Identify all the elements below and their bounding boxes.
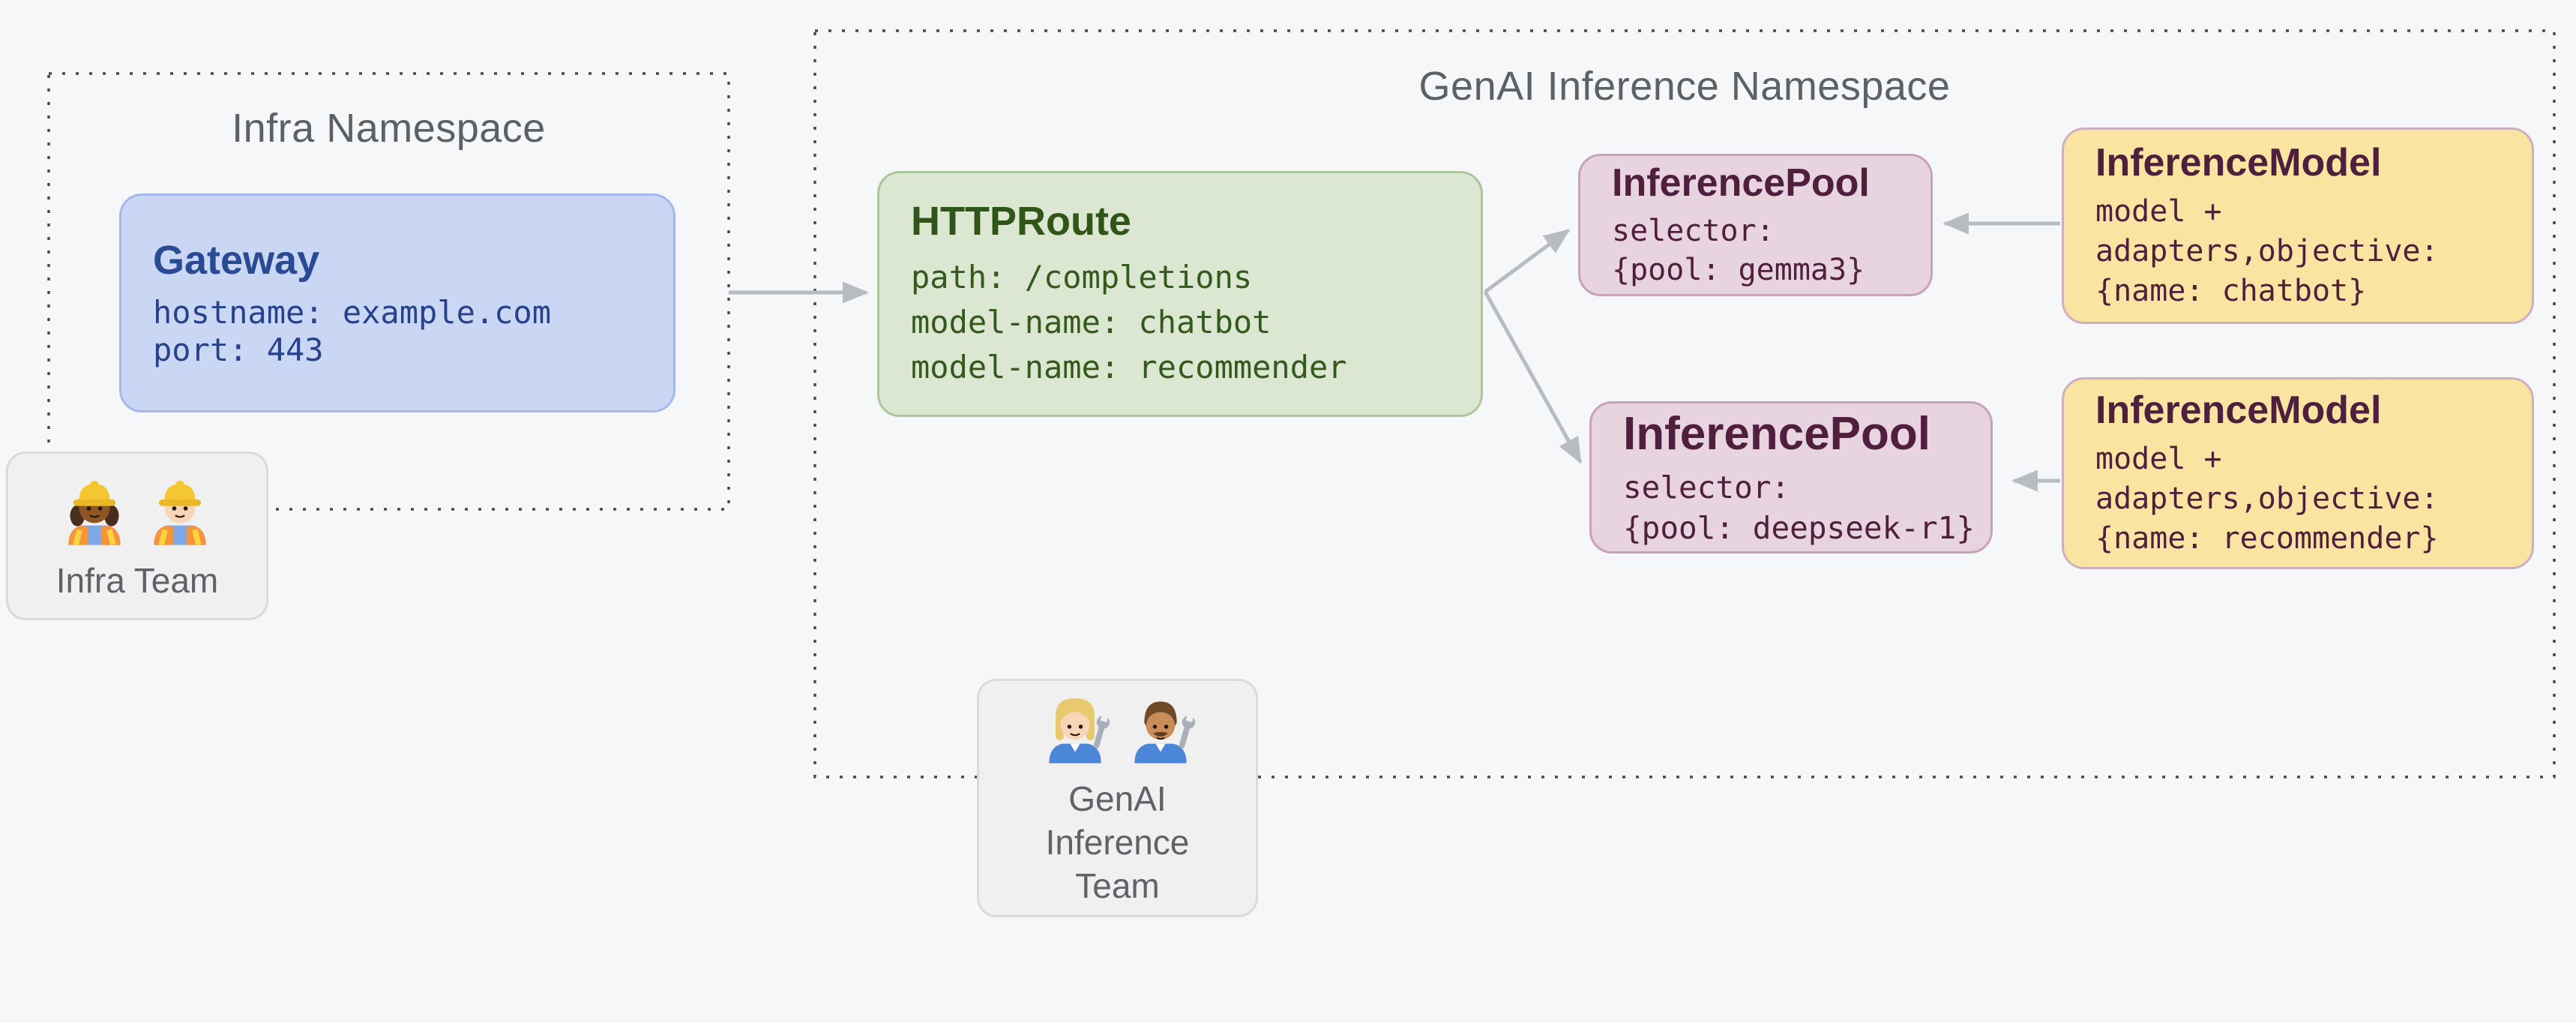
inferencemodel-chatbot-title: InferenceModel (2095, 140, 2382, 184)
inferencepool-deepseek-node: InferencePool selector: {pool: deepseek-… (1589, 401, 1993, 554)
genai-namespace-title: GenAI Inference Namespace (1418, 64, 1951, 109)
inferencepool-gemma3-title: InferencePool (1612, 161, 1870, 206)
gateway-port-line: port: 443 (153, 331, 324, 368)
httproute-node: HTTPRoute path: /completions model-name:… (877, 171, 1483, 417)
inferencemodel-recommender-title: InferenceModel (2095, 388, 2382, 432)
infra-namespace-border (47, 72, 730, 511)
genai-team-label: GenAI Inference Team (1045, 779, 1190, 905)
arrow-httproute-to-inferencepool-gemma3 (1484, 228, 1571, 294)
infra-namespace-title: Infra Namespace (232, 106, 546, 151)
inferencemodel-chatbot-line-1: model + (2095, 194, 2222, 230)
infra-team-icons (55, 470, 219, 548)
inferencemodel-chatbot-node: InferenceModel model + adapters,objectiv… (2062, 128, 2534, 324)
inferencepool-gemma3-selector-line: selector: (1612, 213, 1775, 248)
inferencepool-deepseek-pool-line: {pool: deepseek-r1} (1623, 510, 1975, 547)
genai-team-box: GenAI Inference Team (977, 679, 1258, 917)
man-mechanic-icon (1134, 701, 1195, 764)
woman-construction-worker-icon (68, 480, 121, 545)
genai-team-icons (1036, 688, 1200, 766)
inferencepool-gemma3-node: InferencePool selector: {pool: gemma3} (1578, 154, 1933, 296)
man-construction-worker-icon (154, 480, 206, 545)
inferencemodel-recommender-line-3: {name: recommender} (2095, 521, 2439, 556)
infra-team-label: Infra Team (55, 560, 219, 600)
httproute-model-chatbot-line: model-name: chatbot (911, 303, 1272, 340)
gateway-hostname-line: hostname: example.com (153, 293, 552, 331)
inferencemodel-chatbot-line-2: adapters,objective: (2095, 234, 2439, 269)
httproute-path-line: path: /completions (911, 258, 1253, 296)
arrow-httproute-to-inferencepool-deepseek (1483, 290, 1583, 464)
inferencemodel-chatbot-line-3: {name: chatbot} (2095, 274, 2367, 309)
inferencepool-deepseek-title: InferencePool (1623, 407, 1931, 460)
gateway-title: Gateway (153, 238, 320, 284)
gateway-node: Gateway hostname: example.com port: 443 (119, 194, 675, 412)
inferencepool-deepseek-selector-line: selector: (1623, 470, 1790, 506)
inferencemodel-recommender-line-1: model + (2095, 442, 2222, 477)
inferencemodel-recommender-node: InferenceModel model + adapters,objectiv… (2062, 377, 2534, 569)
inferencemodel-recommender-line-2: adapters,objective: (2095, 482, 2439, 517)
woman-mechanic-icon (1048, 698, 1110, 764)
httproute-title: HTTPRoute (911, 199, 1131, 244)
httproute-model-recommender-line: model-name: recommender (911, 348, 1347, 386)
inferencepool-gemma3-pool-line: {pool: gemma3} (1612, 252, 1865, 287)
infra-team-box: Infra Team (6, 452, 268, 620)
